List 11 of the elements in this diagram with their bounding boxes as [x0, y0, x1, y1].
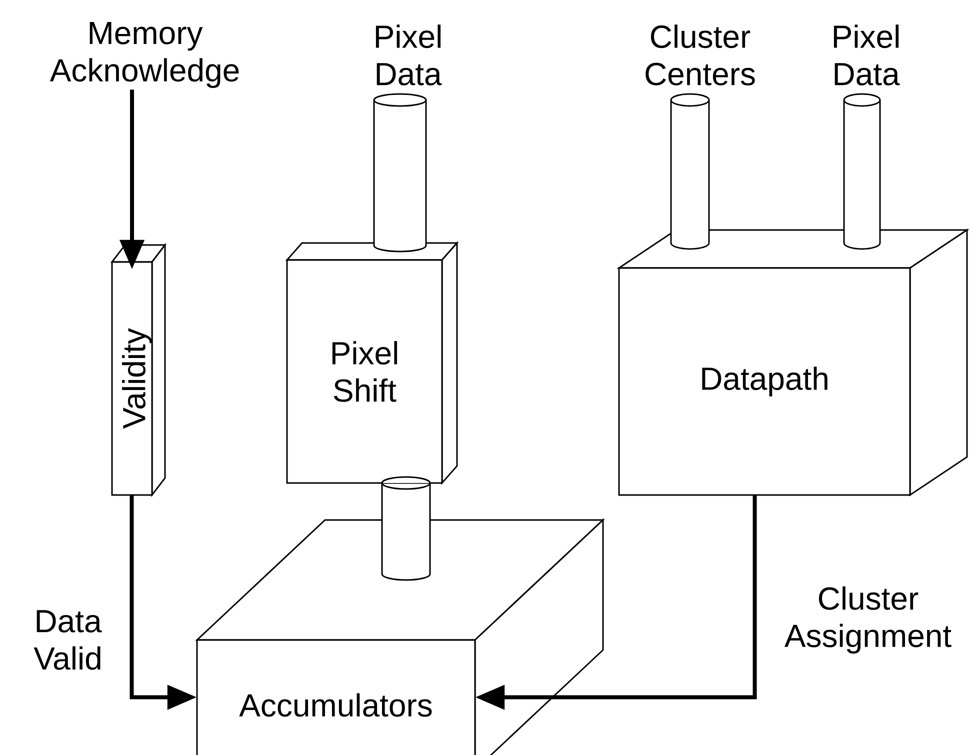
- signal-label: Cluster Centers: [646, 24, 755, 86]
- signal-label: Pixel Data: [834, 24, 900, 86]
- pipe: [373, 93, 427, 252]
- pipe: [381, 476, 431, 581]
- signal-label: Memory Acknowledge: [50, 22, 239, 88]
- signal-label: Pixel Data: [376, 24, 442, 86]
- node-label: Accumulators: [239, 693, 432, 717]
- edge-label: Cluster Assignment: [776, 585, 960, 655]
- pipe: [843, 93, 881, 250]
- pipe: [670, 93, 710, 250]
- edge-label: Data Valid: [16, 608, 120, 672]
